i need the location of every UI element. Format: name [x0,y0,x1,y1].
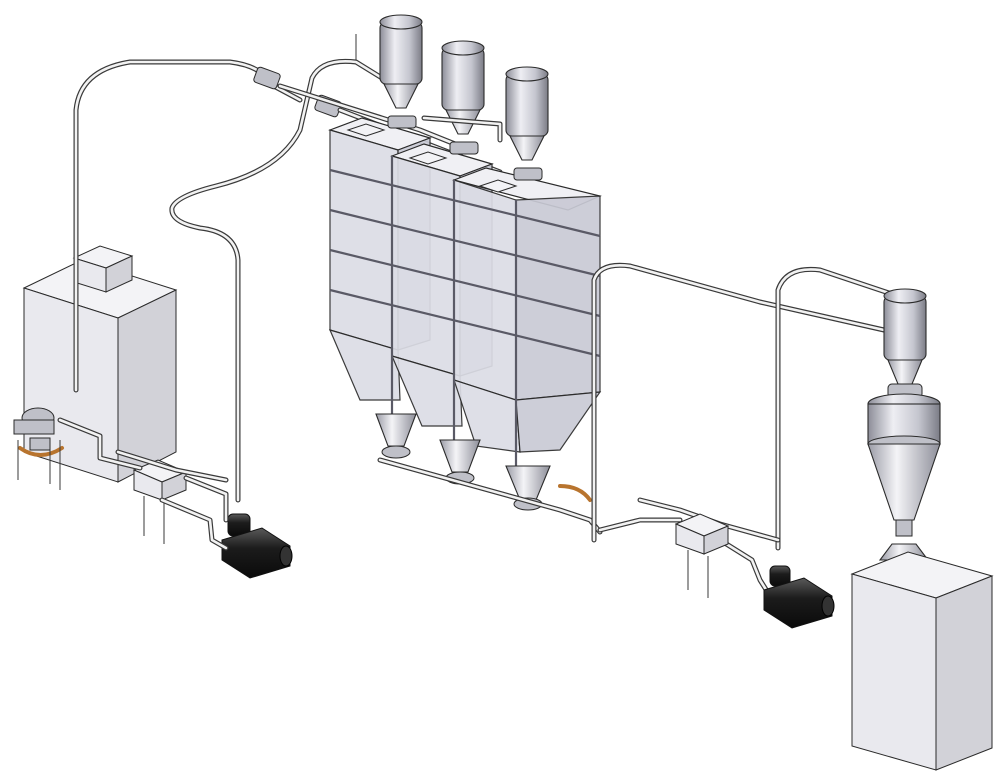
receiver-3 [505,66,549,161]
silo-discharges [375,413,551,511]
blower-right [763,565,835,629]
filter-unit-right [674,513,730,598]
collection-bin [850,551,994,771]
blower-left [221,513,293,579]
cyclone-separator [867,393,941,561]
receiver-right [883,288,927,399]
silo-3 [452,167,602,453]
filter-unit-left [132,459,188,544]
receiver-1 [355,14,423,109]
feed-valve-assembly [13,407,64,490]
silo-frame [329,156,601,480]
conveying-lines-right [591,262,907,599]
receiver-valves [387,115,543,181]
silo-bank [328,117,603,535]
